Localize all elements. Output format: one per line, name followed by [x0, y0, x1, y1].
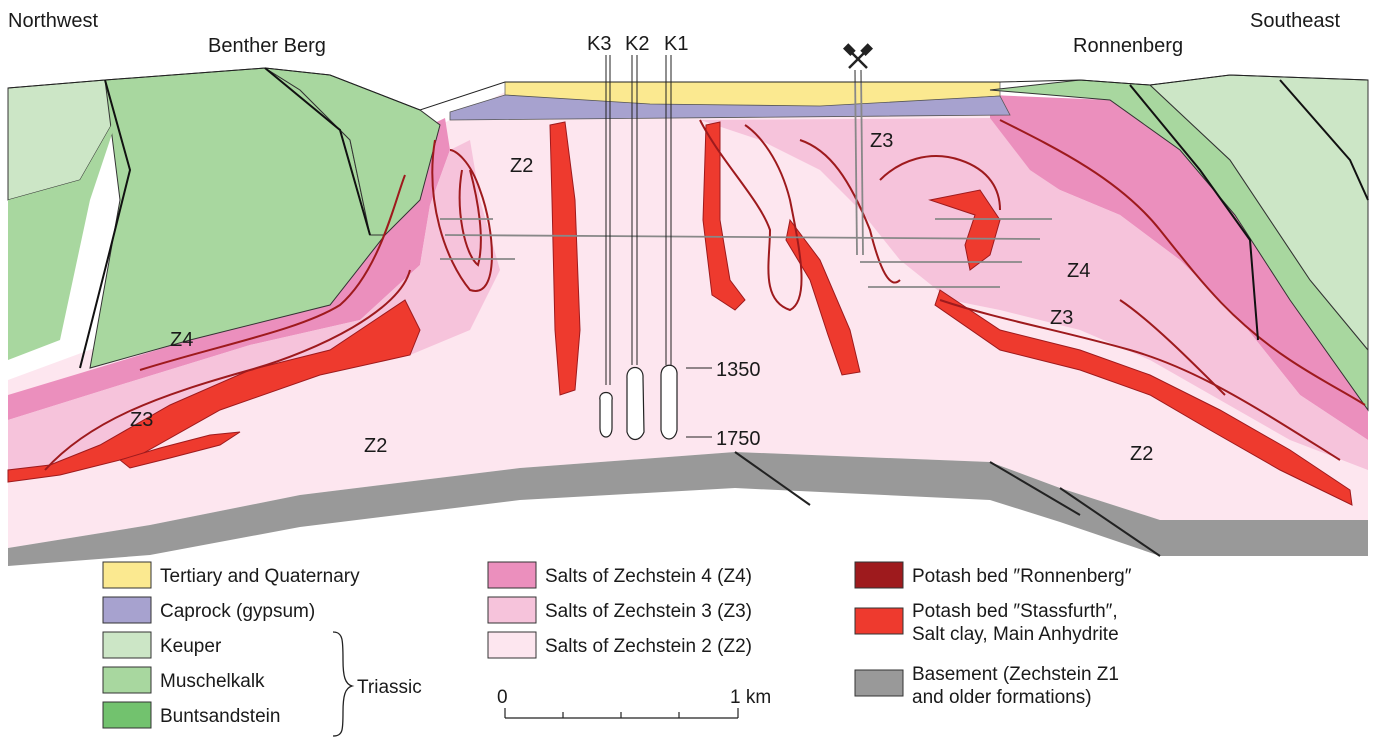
- well-k3: [599, 55, 613, 438]
- legend-swatch-z2: [487, 631, 537, 659]
- legend-label-caprock: Caprock (gypsum): [160, 601, 315, 622]
- legend-column-3: Potash bed ″Ronnenberg″ Potash bed ″Stas…: [854, 561, 1132, 708]
- unit-label-z2-upper: Z2: [510, 155, 533, 177]
- direction-label-northwest: Northwest: [8, 10, 98, 32]
- right-fault-2: [1279, 79, 1369, 201]
- legend-label-z3: Salts of Zechstein 3 (Z3): [545, 601, 752, 622]
- unit-label-z2-left: Z2: [364, 435, 387, 457]
- legend-label-z4: Salts of Zechstein 4 (Z4): [545, 566, 752, 587]
- place-label-benther-berg: Benther Berg: [208, 35, 326, 57]
- legend-swatch-keuper: [102, 631, 152, 659]
- keuper-far-left: [8, 110, 120, 360]
- well-label-k2: K2: [625, 33, 649, 55]
- right-fault-1: [1129, 84, 1259, 341]
- legend-label-triassic: Triassic: [357, 677, 422, 698]
- legend-label-buntsandstein: Buntsandstein: [160, 706, 280, 727]
- legend-label-basement-line1: Basement (Zechstein Z1: [912, 664, 1119, 685]
- depth-label-1350: 1350: [716, 359, 761, 381]
- unit-label-z4-left: Z4: [170, 329, 193, 351]
- z4-right-band: [990, 95, 1368, 440]
- well-label-k3: K3: [587, 33, 611, 55]
- mine-levels: [440, 69, 1052, 288]
- z3-center-band: [700, 118, 1368, 470]
- legend-swatch-buntsandstein: [102, 701, 152, 729]
- fault-line-3: [1059, 487, 1161, 557]
- unit-label-z3-top: Z3: [870, 130, 893, 152]
- scale-label-end: 1 km: [730, 687, 771, 708]
- legend-label-stassfurth-line1: Potash bed ″Stassfurth″,: [912, 601, 1118, 622]
- legend-swatch-muschelkalk: [102, 666, 152, 694]
- unit-label-z3-right: Z3: [1050, 307, 1073, 329]
- z4-left-band: [8, 118, 450, 420]
- well-label-k1: K1: [664, 33, 688, 55]
- legend-column-2: Salts of Zechstein 4 (Z4) Salts of Zechs…: [487, 561, 771, 719]
- crossed-hammers-icon: [842, 43, 874, 69]
- legend-swatch-ronnenberg: [854, 561, 904, 589]
- legend-label-ronnenberg: Potash bed ″Ronnenberg″: [912, 566, 1132, 587]
- caprock-layer: [449, 94, 1011, 121]
- well-k1: [660, 55, 678, 440]
- well-k2: [626, 55, 645, 441]
- depth-label-1750: 1750: [716, 428, 761, 450]
- place-label-ronnenberg: Ronnenberg: [1073, 35, 1183, 57]
- legend-label-muschelkalk: Muschelkalk: [160, 671, 265, 692]
- ronnenberg-potash-lines: [44, 119, 1366, 471]
- legend-label-basement-line2: and older formations): [912, 687, 1092, 708]
- left-fault-1: [79, 79, 132, 369]
- unit-label-z4-right: Z4: [1067, 260, 1090, 282]
- legend-label-z2: Salts of Zechstein 2 (Z2): [545, 636, 752, 657]
- top-surface-line: [7, 67, 1369, 111]
- z3-left-band: [8, 140, 500, 482]
- stassfurth-beds: [7, 121, 1353, 506]
- legend-swatch-tertiary: [102, 561, 152, 589]
- legend-swatch-stassfurth: [854, 607, 904, 635]
- legend-swatch-z3: [487, 596, 537, 624]
- scale-label-start: 0: [497, 687, 508, 708]
- legend-swatch-z4: [487, 561, 537, 589]
- basement-layer: [8, 452, 1368, 566]
- legend-swatch-basement: [854, 669, 904, 697]
- legend-label-stassfurth-line2: Salt clay, Main Anhydrite: [912, 624, 1119, 645]
- scale-bar: 0 1 km: [497, 687, 771, 719]
- unit-label-z2-right: Z2: [1130, 443, 1153, 465]
- direction-label-southeast: Southeast: [1250, 10, 1341, 32]
- triassic-brace: [332, 631, 355, 737]
- legend-label-keuper: Keuper: [160, 636, 222, 657]
- legend-swatch-caprock: [102, 596, 152, 624]
- unit-label-z3-left: Z3: [130, 409, 153, 431]
- legend-label-tertiary: Tertiary and Quaternary: [160, 566, 360, 587]
- fault-line-2: [989, 461, 1081, 516]
- fault-line-1: [734, 451, 811, 506]
- legend-column-1: Tertiary and Quaternary Caprock (gypsum)…: [102, 561, 422, 737]
- left-fault-2: [264, 67, 371, 236]
